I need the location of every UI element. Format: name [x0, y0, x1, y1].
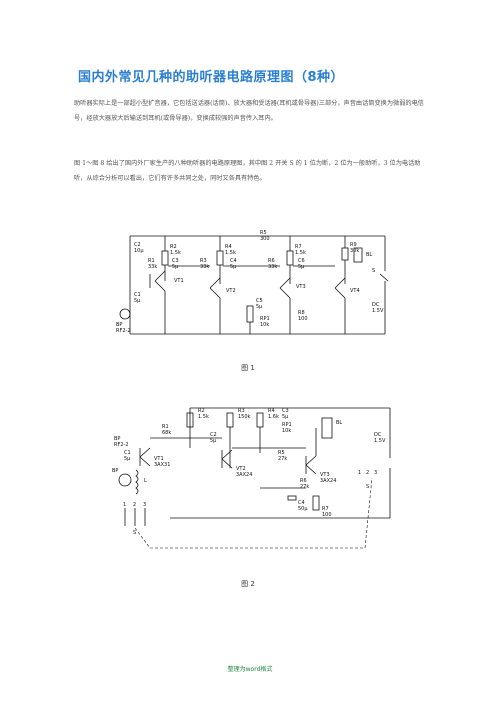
circuit-label: RP1	[260, 316, 270, 322]
circuit-label: S	[372, 268, 375, 274]
circuit-label: VT2	[226, 288, 236, 294]
circuit-label: BL	[336, 420, 342, 426]
circuit-label: R1	[148, 258, 155, 264]
circuit-label: R3	[200, 258, 207, 264]
circuit-label: R2	[170, 244, 177, 250]
figure-2-circuit: BPRF2-2R168kR21.5kR3150kR41.6kC35μRP110k…	[112, 407, 391, 549]
circuit-label: R7	[322, 506, 329, 512]
circuit-label: C2	[134, 242, 141, 248]
circuit-label: VT3	[296, 284, 306, 290]
circuit-label: C1	[124, 450, 131, 456]
circuit-label: C3	[172, 258, 179, 264]
circuit-label: 50μ	[298, 506, 308, 512]
circuit-label: 33k	[268, 264, 277, 270]
intro-paragraph: 助听器实际上是一部超小型扩音器，它包括送话器(话筒)、放大器和受话器(耳机或骨导…	[74, 100, 424, 122]
circuit-label: 100	[322, 512, 332, 518]
circuit-label: BP	[116, 322, 122, 328]
circuit-label: 30k	[350, 248, 359, 254]
circuit-label: 33k	[200, 264, 209, 270]
circuit-label: 10k	[260, 322, 269, 328]
circuit-label: 3AX24	[236, 472, 252, 478]
circuit-label: 1.5k	[225, 250, 236, 256]
document-title: 国内外常见几种的助听器电路原理图（8种）	[78, 70, 345, 85]
circuit-label: 1.5V	[372, 308, 384, 314]
circuit-label: C5	[256, 298, 263, 304]
figure-1-circuit: C210μR21.5kR41.5kR5300R71.5kR930kBLR133k…	[116, 230, 389, 335]
circuit-label: R9	[350, 242, 357, 248]
circuit-label: RF2-2	[114, 442, 129, 448]
circuit-label: L	[144, 478, 147, 484]
circuit-label: R8	[298, 310, 305, 316]
circuit-label: 1	[123, 502, 126, 508]
circuit-label: BP	[114, 436, 120, 442]
circuit-label: 2	[133, 502, 136, 508]
circuit-label: 1	[358, 470, 361, 476]
circuit-label: DC	[374, 432, 382, 438]
circuit-label: S	[133, 530, 136, 536]
circuit-label: 3	[374, 470, 377, 476]
circuit-label: DC	[372, 302, 380, 308]
circuit-label: 100	[298, 316, 308, 322]
circuit-label: C4	[230, 258, 237, 264]
circuit-label: 5μ	[124, 456, 131, 462]
figure-1-caption: 图 1	[241, 364, 255, 372]
circuit-label: 27k	[300, 484, 309, 490]
circuit-label: R7	[295, 244, 302, 250]
circuit-label: RP1	[282, 422, 292, 428]
circuit-label: 5μ	[172, 264, 179, 270]
circuit-label: 3	[143, 502, 146, 508]
footer-note: 整理为word格式	[227, 666, 273, 673]
circuit-label: 33k	[148, 264, 157, 270]
circuit-label: R5	[260, 230, 267, 236]
circuit-label: 300	[260, 236, 270, 242]
circuit-label: R4	[225, 244, 232, 250]
circuit-label: 1.5k	[198, 414, 209, 420]
figures-paragraph: 图 1～图 8 给出了国内外厂家生产的八种助听器的电路原理图，其中图 2 开关 …	[74, 160, 421, 182]
circuit-label: 1.5k	[295, 250, 306, 256]
circuit-label: VT4	[350, 288, 360, 294]
circuit-label: 5μ	[134, 298, 141, 304]
circuit-label: R5	[278, 450, 285, 456]
circuit-label: R6	[268, 258, 275, 264]
figure-2-caption: 图 2	[241, 580, 255, 588]
circuit-label: VT1	[154, 456, 164, 462]
circuit-label: 68k	[162, 430, 171, 436]
circuit-label: 150k	[238, 414, 251, 420]
circuit-label: 1.6k	[268, 414, 279, 420]
circuit-label: C2	[210, 432, 217, 438]
circuit-label: C6	[298, 258, 305, 264]
circuit-label: R4	[268, 408, 275, 414]
circuit-label: RF2-2	[116, 328, 131, 334]
circuit-label: 2	[366, 470, 369, 476]
circuit-label: 3AX24	[320, 478, 336, 484]
circuit-label: 27k	[278, 456, 287, 462]
circuit-label: C4	[298, 500, 305, 506]
circuit-label: VT1	[174, 278, 184, 284]
circuit-label: R2	[198, 408, 205, 414]
circuit-label: 5μ	[298, 264, 305, 270]
circuit-label: BL	[366, 252, 372, 258]
circuit-label: C1	[134, 292, 141, 298]
circuit-label: 5μ	[210, 438, 217, 444]
circuit-label: 5μ	[282, 414, 289, 420]
circuit-label: C3	[282, 408, 289, 414]
circuit-label: BP	[112, 468, 118, 474]
circuit-label: R1	[162, 424, 169, 430]
circuit-label: 5μ	[230, 264, 237, 270]
circuit-label: 1.5V	[374, 438, 386, 444]
circuit-label: 10μ	[134, 248, 144, 254]
circuit-label: 3AX31	[154, 462, 170, 468]
circuit-label: VT2	[236, 466, 246, 472]
circuit-label: R3	[238, 408, 245, 414]
circuit-label: R6	[300, 478, 307, 484]
circuit-label: 10k	[282, 428, 291, 434]
circuit-label: 5μ	[256, 304, 263, 310]
circuit-label: VT3	[320, 472, 330, 478]
circuit-label: 1.5k	[170, 250, 181, 256]
circuit-label: S	[366, 484, 369, 490]
